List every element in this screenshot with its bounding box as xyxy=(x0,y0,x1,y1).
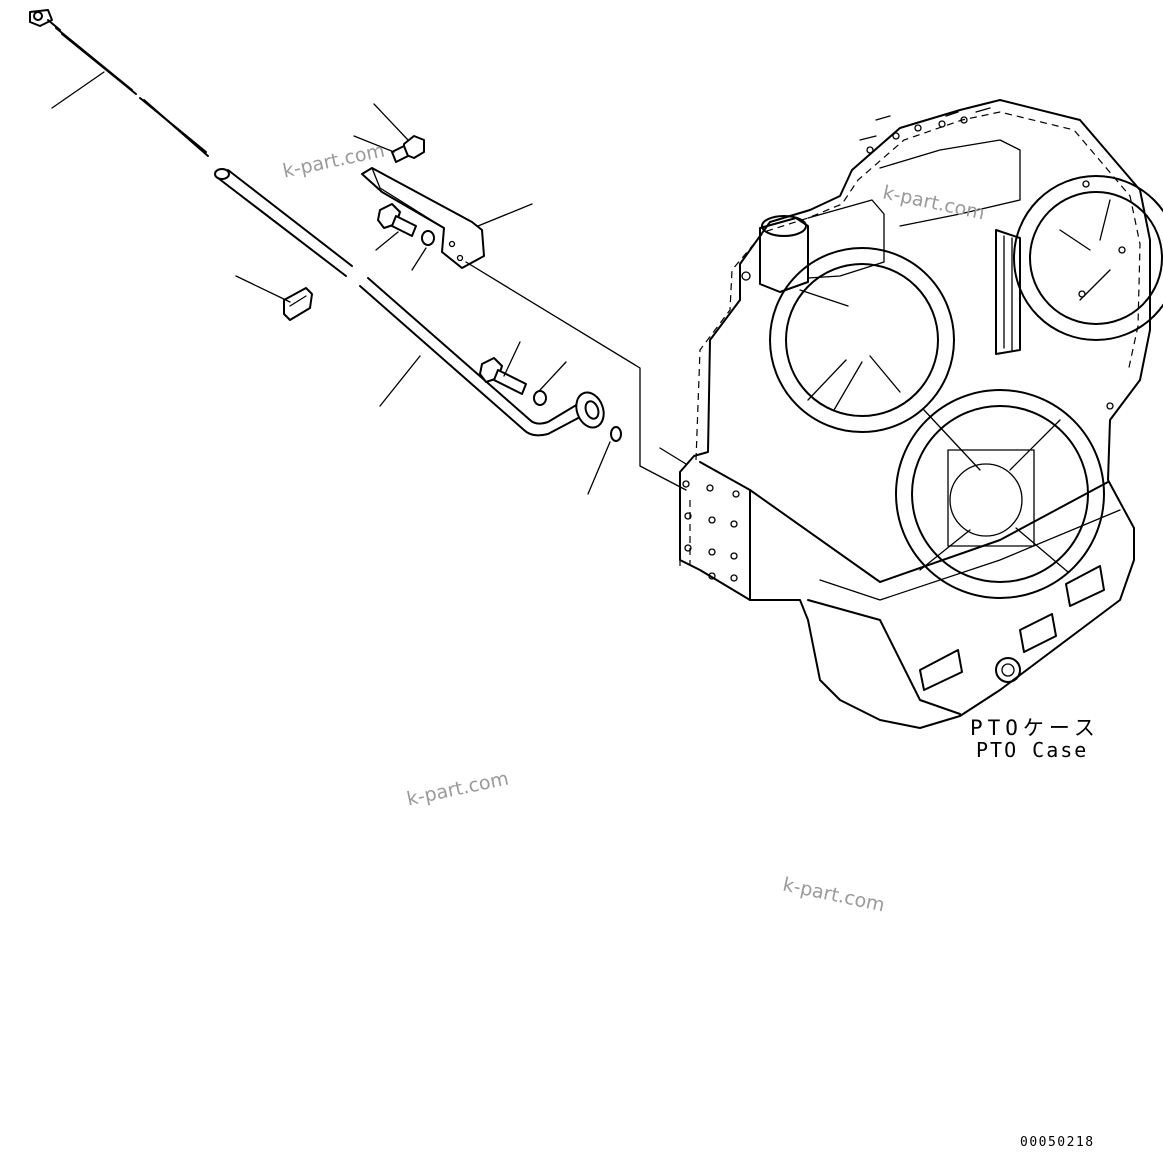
dipstick xyxy=(29,9,209,157)
leader-line-washer-flange xyxy=(539,361,567,391)
leader-line-bracket xyxy=(477,203,533,227)
leader-line-dipstick xyxy=(51,71,105,109)
stud xyxy=(391,145,409,163)
assembly-line-tube xyxy=(659,447,687,465)
leader-line-nut xyxy=(373,103,409,141)
o-ring xyxy=(610,426,622,442)
clip xyxy=(283,287,313,321)
washer-bracket xyxy=(421,230,435,246)
leader-line-tube xyxy=(379,355,421,407)
leader-line-o-ring xyxy=(587,441,611,495)
leader-line-bolt-flange xyxy=(503,341,521,377)
bolt-flange xyxy=(479,357,527,395)
dipstick-tube xyxy=(214,168,605,437)
leader-line-washer-bracket xyxy=(411,247,427,271)
pto-case xyxy=(679,99,1163,729)
leader-line-bolt-bracket xyxy=(375,231,399,251)
leader-line-clip xyxy=(235,275,291,303)
bolt-bracket xyxy=(377,203,417,237)
leader-line-stud xyxy=(353,135,395,153)
assembly-line-bracket xyxy=(465,261,687,491)
case-label-japanese: PTOケース xyxy=(970,716,1100,740)
bracket xyxy=(361,167,485,269)
drawing-number: 00050218 xyxy=(1020,1135,1095,1150)
case-label-english: PTO Case xyxy=(976,738,1089,762)
washer-flange xyxy=(533,390,547,406)
